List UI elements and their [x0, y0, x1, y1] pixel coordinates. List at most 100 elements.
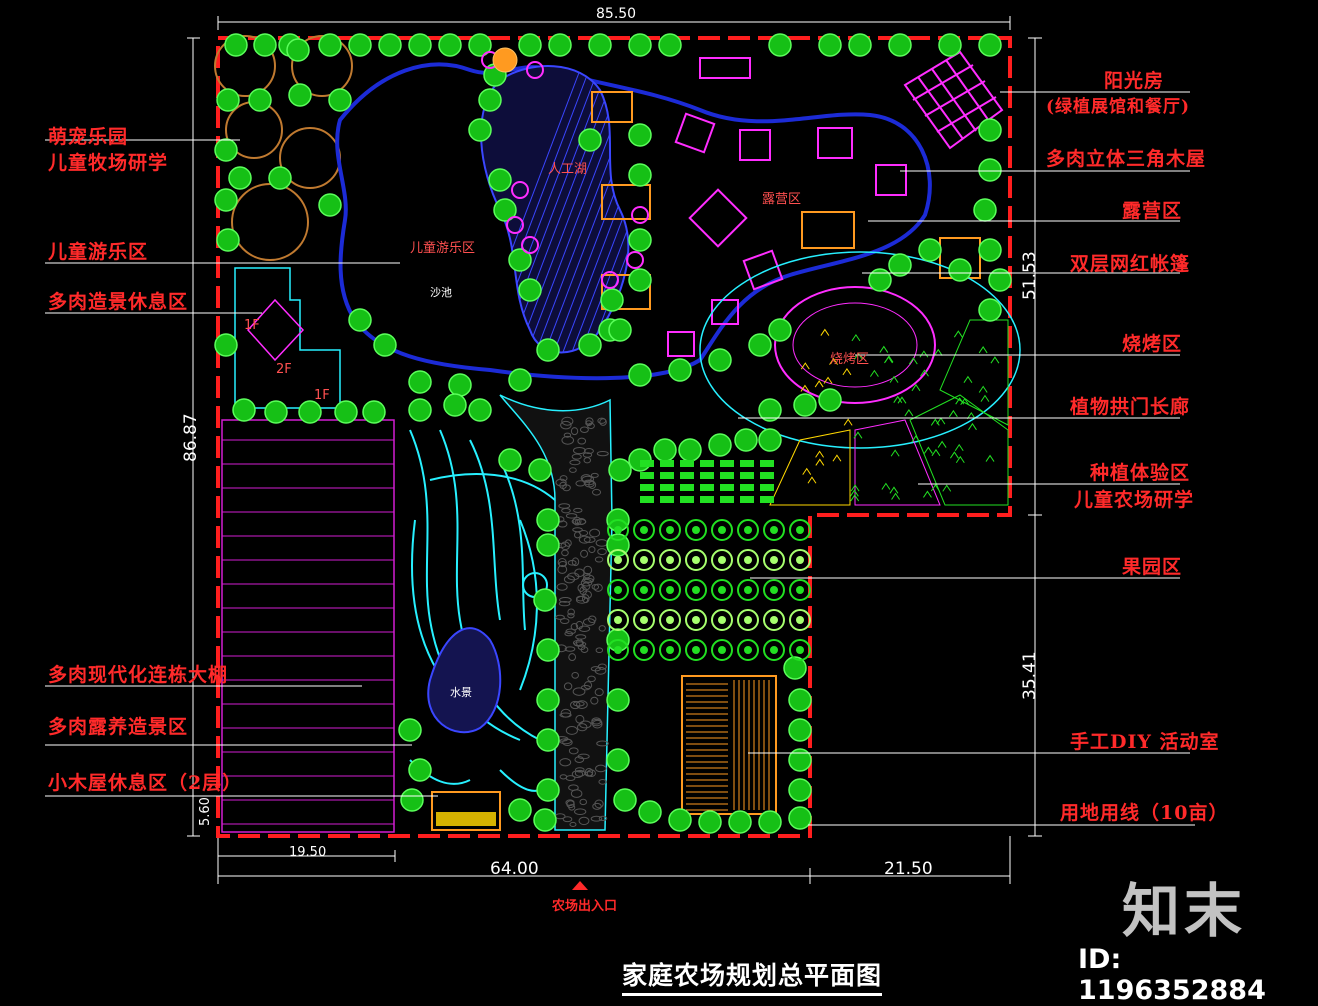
tree-icon [628, 123, 652, 147]
tree-icon [448, 373, 472, 397]
veg-bed [680, 472, 694, 479]
tree-icon [328, 88, 352, 112]
zone-camp: 露营区 [762, 192, 802, 207]
tree-icon [818, 388, 842, 412]
tree-icon [533, 588, 557, 612]
fruit-tree-icon [711, 639, 733, 661]
fruit-tree-icon [711, 609, 733, 631]
bbq-area [699, 251, 1021, 449]
label-kids-ranch: 儿童牧场研学 [48, 152, 169, 174]
fruit-tree-icon [633, 639, 655, 661]
planting-marks [800, 328, 1000, 502]
fruit-tree-icon [763, 519, 785, 541]
dim-right-lower: 35.41 [1020, 651, 1040, 700]
tree-icon [708, 348, 732, 372]
fruit-tree-icon [763, 609, 785, 631]
fruit-tree-icon [607, 609, 629, 631]
tree-icon [788, 718, 812, 742]
fruit-tree-icon [789, 639, 811, 661]
zone-floor-1f: 1F [244, 318, 260, 333]
fruit-tree-icon [659, 579, 681, 601]
label-planting: 种植体验区 [1090, 462, 1191, 484]
tree-icon [758, 428, 782, 452]
tree-icon [978, 298, 1002, 322]
zone-bbq: 烧烤区 [830, 352, 870, 367]
tree-icon [373, 333, 397, 357]
zone-floor-2f: 2F [276, 362, 292, 377]
veg-bed [640, 472, 654, 479]
tree-icon [378, 33, 402, 57]
label-cabin-rest: 小木屋休息区（2层） [48, 772, 243, 794]
water-feature-paths [409, 429, 556, 792]
fruit-tree-icon [685, 549, 707, 571]
tree-icon [788, 748, 812, 772]
tree-icon [228, 166, 252, 190]
tree-icon [628, 33, 652, 57]
tree-icon [708, 433, 732, 457]
tree-icon [788, 688, 812, 712]
tree-icon [728, 810, 752, 834]
zone-floor-1f-b: 1F [314, 388, 330, 403]
flower-icon [526, 61, 544, 79]
veg-bed [740, 484, 754, 491]
tree-icon [508, 368, 532, 392]
fruit-tree-icon [607, 519, 629, 541]
tree-icon [734, 428, 758, 452]
sunroom [903, 50, 1004, 150]
fruit-tree-icon [737, 609, 759, 631]
tree-icon [533, 808, 557, 832]
label-boundary: 用地用线（10亩） [1060, 802, 1229, 824]
fruit-tree-icon [737, 549, 759, 571]
fruit-tree-icon [633, 609, 655, 631]
tree-icon [536, 638, 560, 662]
tree-icon [613, 788, 637, 812]
dimension-lines [187, 16, 1042, 884]
tree-icon [408, 33, 432, 57]
tree-icon [468, 118, 492, 142]
tree-icon [788, 806, 812, 830]
label-sunroom-sub: (绿植展馆和餐厅) [1046, 97, 1191, 117]
tree-icon [518, 278, 542, 302]
veg-bed [660, 484, 674, 491]
veg-bed [660, 472, 674, 479]
tree-icon [216, 228, 240, 252]
veg-bed [740, 472, 754, 479]
diy-workshop [681, 675, 777, 815]
fruit-tree-icon [789, 519, 811, 541]
tree-icon [600, 288, 624, 312]
tree-icon [628, 163, 652, 187]
tree-icon [214, 333, 238, 357]
veg-bed [740, 496, 754, 503]
tree-icon [988, 268, 1012, 292]
label-greenhouse: 多肉现代化连栋大棚 [48, 664, 229, 686]
tree-icon [362, 400, 386, 424]
label-orchard: 果园区 [1122, 556, 1183, 578]
label-succulent-outdoor: 多肉露养造景区 [48, 716, 189, 738]
tree-icon [253, 33, 277, 57]
veg-bed [660, 496, 674, 503]
tree-icon [493, 198, 517, 222]
veg-bed [640, 460, 654, 467]
veg-bed [680, 484, 694, 491]
fruit-tree-icon [737, 519, 759, 541]
tree-icon [938, 33, 962, 57]
tree-icon [678, 438, 702, 462]
fruit-tree-icon [685, 609, 707, 631]
tree-icon [318, 193, 342, 217]
entrance-arrow-icon [572, 881, 588, 890]
veg-bed [760, 460, 774, 467]
fruit-tree-icon [711, 579, 733, 601]
tree-icon [578, 128, 602, 152]
site-boundary [216, 36, 1012, 838]
label-kids-play: 儿童游乐区 [48, 241, 149, 263]
tree-icon [248, 88, 272, 112]
tree-icon [606, 748, 630, 772]
fruit-tree-icon [633, 549, 655, 571]
tree-icon [443, 393, 467, 417]
image-id: ID: 1196352884 [1078, 944, 1266, 1006]
zone-sand: 沙池 [430, 286, 452, 299]
fruit-tree-icon [685, 579, 707, 601]
veg-bed [740, 460, 754, 467]
tree-icon [508, 248, 532, 272]
